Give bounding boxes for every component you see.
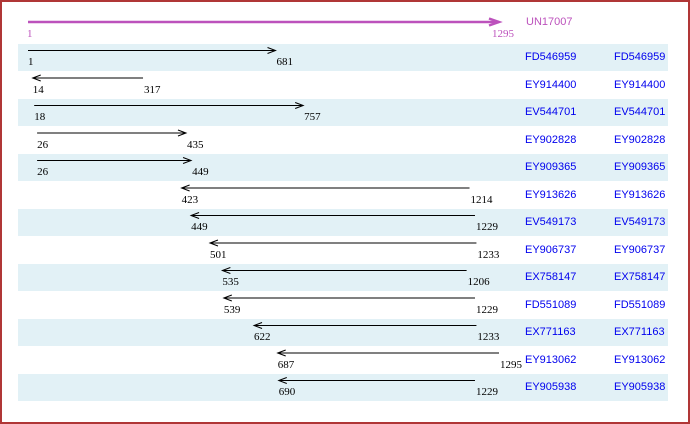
accession-link[interactable]: EY905938 bbox=[525, 381, 577, 393]
accession-link[interactable]: EV544701 bbox=[614, 106, 666, 118]
alignment-arrow bbox=[37, 129, 188, 137]
accession-link[interactable]: EY914400 bbox=[614, 78, 666, 91]
alignment-start-coordinate: 1 bbox=[28, 56, 34, 68]
alignment-end-coordinate: 317 bbox=[144, 83, 161, 96]
accession-link[interactable]: EY914400 bbox=[525, 78, 577, 91]
alignment-start-coordinate: 449 bbox=[191, 221, 208, 233]
accession-link[interactable]: EX758147 bbox=[525, 271, 577, 283]
accession-link[interactable]: EY905938 bbox=[614, 381, 666, 393]
alignment-end-coordinate: 435 bbox=[186, 138, 204, 151]
reference-arrow bbox=[28, 17, 503, 27]
alignment-arrow bbox=[37, 157, 193, 164]
alignment-arrow bbox=[34, 102, 305, 109]
alignment-end-coordinate: 1206 bbox=[467, 276, 490, 288]
alignment-start-coordinate: 622 bbox=[254, 331, 271, 343]
alignment-start-coordinate: 14 bbox=[32, 83, 44, 96]
alignment-arrow bbox=[222, 294, 475, 302]
accession-link[interactable]: EY913626 bbox=[614, 188, 666, 201]
accession-link[interactable]: FD551089 bbox=[614, 298, 666, 311]
accession-link[interactable]: EY902828 bbox=[525, 133, 577, 146]
accession-link[interactable]: EX758147 bbox=[614, 271, 666, 283]
accession-link[interactable]: EY909365 bbox=[525, 161, 577, 173]
alignment-arrow bbox=[28, 47, 277, 54]
alignment-arrow bbox=[208, 239, 477, 247]
alignment-start-coordinate: 539 bbox=[223, 303, 241, 316]
alignment-end-coordinate: 1229 bbox=[475, 221, 498, 233]
accession-link[interactable]: EY909365 bbox=[614, 161, 666, 173]
alignment-arrow bbox=[180, 184, 470, 192]
alignment-start-coordinate: 26 bbox=[37, 166, 49, 178]
alignment-end-coordinate: 681 bbox=[276, 56, 294, 68]
row-band bbox=[18, 209, 668, 236]
accession-link[interactable]: EY906737 bbox=[525, 243, 577, 256]
row-band bbox=[18, 154, 668, 181]
alignment-end-coordinate: 1229 bbox=[475, 303, 498, 316]
alignment-end-coordinate: 1233 bbox=[477, 248, 500, 261]
alignment-end-coordinate: 1229 bbox=[475, 386, 498, 398]
accession-link[interactable]: EY902828 bbox=[614, 133, 666, 146]
accession-link[interactable]: EY913626 bbox=[525, 188, 577, 201]
reference-cluster-label: UN17007 bbox=[526, 16, 573, 28]
alignment-start-coordinate: 18 bbox=[34, 111, 46, 123]
alignment-arrow bbox=[277, 377, 475, 384]
accession-link[interactable]: EY913062 bbox=[525, 353, 577, 366]
reference-end-coordinate: 1295 bbox=[492, 28, 514, 40]
accession-link[interactable]: EY906737 bbox=[614, 243, 666, 256]
alignment-end-coordinate: 757 bbox=[304, 111, 321, 123]
alignment-start-coordinate: 501 bbox=[209, 248, 227, 261]
accession-link[interactable]: EX771163 bbox=[614, 326, 665, 338]
row-band bbox=[18, 319, 668, 346]
accession-link[interactable]: EV549173 bbox=[614, 216, 666, 228]
accession-link[interactable]: FD546959 bbox=[614, 51, 666, 63]
alignment-end-coordinate: 1233 bbox=[477, 331, 500, 343]
alignment-start-coordinate: 423 bbox=[181, 193, 199, 206]
alignment-arrow bbox=[189, 212, 475, 219]
alignment-start-coordinate: 26 bbox=[37, 138, 49, 151]
row-band bbox=[18, 44, 668, 71]
alignment-start-coordinate: 690 bbox=[278, 386, 296, 398]
accession-link[interactable]: EV544701 bbox=[525, 106, 577, 118]
alignment-arrow bbox=[276, 349, 499, 357]
accession-link[interactable]: FD546959 bbox=[525, 51, 577, 63]
alignment-arrow bbox=[252, 322, 477, 329]
reference-start-coordinate: 1 bbox=[27, 28, 33, 40]
row-band bbox=[18, 374, 668, 401]
row-band bbox=[18, 264, 668, 291]
alignment-end-coordinate: 1214 bbox=[470, 193, 493, 206]
alignment-arrow bbox=[220, 267, 467, 274]
alignment-arrow bbox=[31, 74, 144, 82]
alignment-start-coordinate: 535 bbox=[222, 276, 239, 288]
accession-link[interactable]: EV549173 bbox=[525, 216, 577, 228]
alignment-end-coordinate: 449 bbox=[192, 166, 209, 178]
alignment-end-coordinate: 1295 bbox=[500, 358, 522, 371]
row-band bbox=[18, 99, 668, 126]
alignment-start-coordinate: 687 bbox=[277, 358, 295, 371]
accession-link[interactable]: EX771163 bbox=[525, 326, 576, 338]
accession-link[interactable]: FD551089 bbox=[525, 298, 577, 311]
accession-link[interactable]: EY913062 bbox=[614, 353, 666, 366]
